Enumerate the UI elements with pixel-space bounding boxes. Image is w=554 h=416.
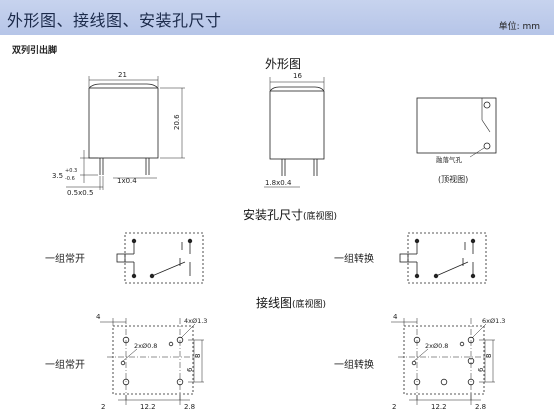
- section-title: 外形图、接线图、安装孔尺寸: [7, 11, 222, 30]
- wiring-heading-sub: (底视图): [292, 300, 327, 310]
- pin-dot: [433, 273, 439, 279]
- wiring-left-outline: [112, 325, 194, 395]
- wiring-right-outline: [403, 325, 485, 395]
- mount-hole: [467, 336, 475, 344]
- holes-leader: [180, 323, 196, 339]
- mount-hole: [413, 336, 421, 344]
- front-view: [66, 76, 185, 190]
- top-view: [416, 97, 497, 158]
- holes-leader: [471, 323, 487, 339]
- pin-dot: [470, 273, 476, 279]
- top-hole: [483, 101, 491, 109]
- mounting-left-label: 一组常开: [45, 254, 85, 265]
- pin-leader: [122, 348, 138, 362]
- mount-hole: [176, 336, 184, 344]
- pin-a-text: 0.5x0.5: [67, 189, 93, 197]
- mounting-left-contact-arm: [151, 261, 186, 277]
- mounting-left-coil: [116, 253, 126, 263]
- top-body: [416, 97, 497, 154]
- wiring-left-bottom-dim-2: 2.8: [184, 403, 195, 411]
- vent-leader: [469, 147, 485, 158]
- mount-hole: [413, 378, 421, 386]
- front-top-edge: [88, 83, 159, 89]
- pin-hole: [459, 341, 465, 347]
- wiring-right-diagram: [391, 318, 495, 405]
- pin-dot: [414, 238, 420, 244]
- mount-hole: [122, 378, 130, 386]
- pin-hole: [168, 341, 174, 347]
- mounting-heading: 安装孔尺寸(底视图): [243, 206, 337, 223]
- pin-dot: [131, 273, 137, 279]
- wiring-right-top-dim: 4: [393, 313, 398, 321]
- wiring-left-label: 一组常开: [45, 360, 85, 371]
- outline-heading: 外形图: [265, 57, 302, 71]
- wiring-right-right-dim-1: 8: [485, 354, 493, 358]
- pin-dot: [149, 273, 155, 279]
- front-width-text: 21: [118, 71, 127, 79]
- mounting-heading-main: 安装孔尺寸: [243, 208, 304, 222]
- side-top-edge: [269, 86, 325, 92]
- front-body: [88, 87, 159, 159]
- pin-type-label: 双列引出脚: [12, 46, 58, 56]
- wiring-right-bottom-dim-0: 2: [392, 403, 396, 411]
- wiring-right-right-dim-0: 6: [477, 367, 485, 372]
- pin-dot: [470, 238, 476, 244]
- wiring-left-bottom-dim-0: 2: [101, 403, 105, 411]
- tol-minus-text: -0.6: [65, 176, 75, 182]
- wiring-right-holes: 6xØ1.3: [482, 317, 505, 325]
- side-body: [269, 90, 325, 160]
- mounting-right-label: 一组转换: [334, 254, 374, 265]
- wiring-left-pin-dim: 2xØ0.8: [134, 342, 157, 350]
- unit-label: 单位: mm: [498, 22, 540, 32]
- mount-hole: [176, 378, 184, 386]
- wiring-left-holes: 4xØ1.3: [184, 317, 207, 325]
- mount-hole: [467, 378, 475, 386]
- wiring-right-bottom-dim-1: 12.2: [431, 403, 447, 411]
- pin-length-text: 3.5: [52, 172, 63, 180]
- vent-hole-label: 融落气孔: [436, 155, 463, 164]
- wiring-right-pin-dim: 2xØ0.8: [425, 342, 448, 350]
- pin-dot: [131, 238, 137, 244]
- wiring-left-top-dim: 4: [96, 313, 101, 321]
- mount-hole: [467, 357, 475, 365]
- side-pin-text: 1.8x0.4: [265, 179, 292, 187]
- wiring-left-right-dim-1: 8: [194, 354, 202, 358]
- wiring-heading: 接线图(底视图): [256, 294, 326, 311]
- side-width-text: 16: [293, 72, 302, 80]
- mount-hole: [440, 378, 448, 386]
- pin-leader: [413, 348, 429, 362]
- pin-dot: [187, 238, 193, 244]
- pin-hole: [120, 360, 126, 366]
- wiring-left-diagram: [100, 318, 204, 405]
- wiring-right-bottom-dim-2: 2.8: [475, 403, 486, 411]
- tol-plus-text: +0.3: [65, 168, 77, 174]
- front-height-text: 20.6: [173, 114, 181, 130]
- section-header: 外形图、接线图、安装孔尺寸 单位: mm: [0, 0, 554, 35]
- mount-hole: [122, 336, 130, 344]
- mounting-right-coil: [399, 253, 409, 263]
- side-view: [264, 77, 325, 188]
- wiring-left-right-dim-0: 6: [186, 367, 194, 372]
- vent-hole: [483, 142, 491, 150]
- top-view-caption: (顶视图): [438, 174, 468, 184]
- wiring-left-bottom-dim-1: 12.2: [140, 403, 156, 411]
- pin-hole: [411, 360, 417, 366]
- mounting-heading-sub: (底视图): [303, 212, 338, 222]
- wiring-heading-main: 接线图: [256, 296, 293, 310]
- pin-dot: [414, 273, 420, 279]
- wiring-right-label: 一组转换: [334, 360, 374, 371]
- pin-b-text: 1x0.4: [117, 177, 137, 185]
